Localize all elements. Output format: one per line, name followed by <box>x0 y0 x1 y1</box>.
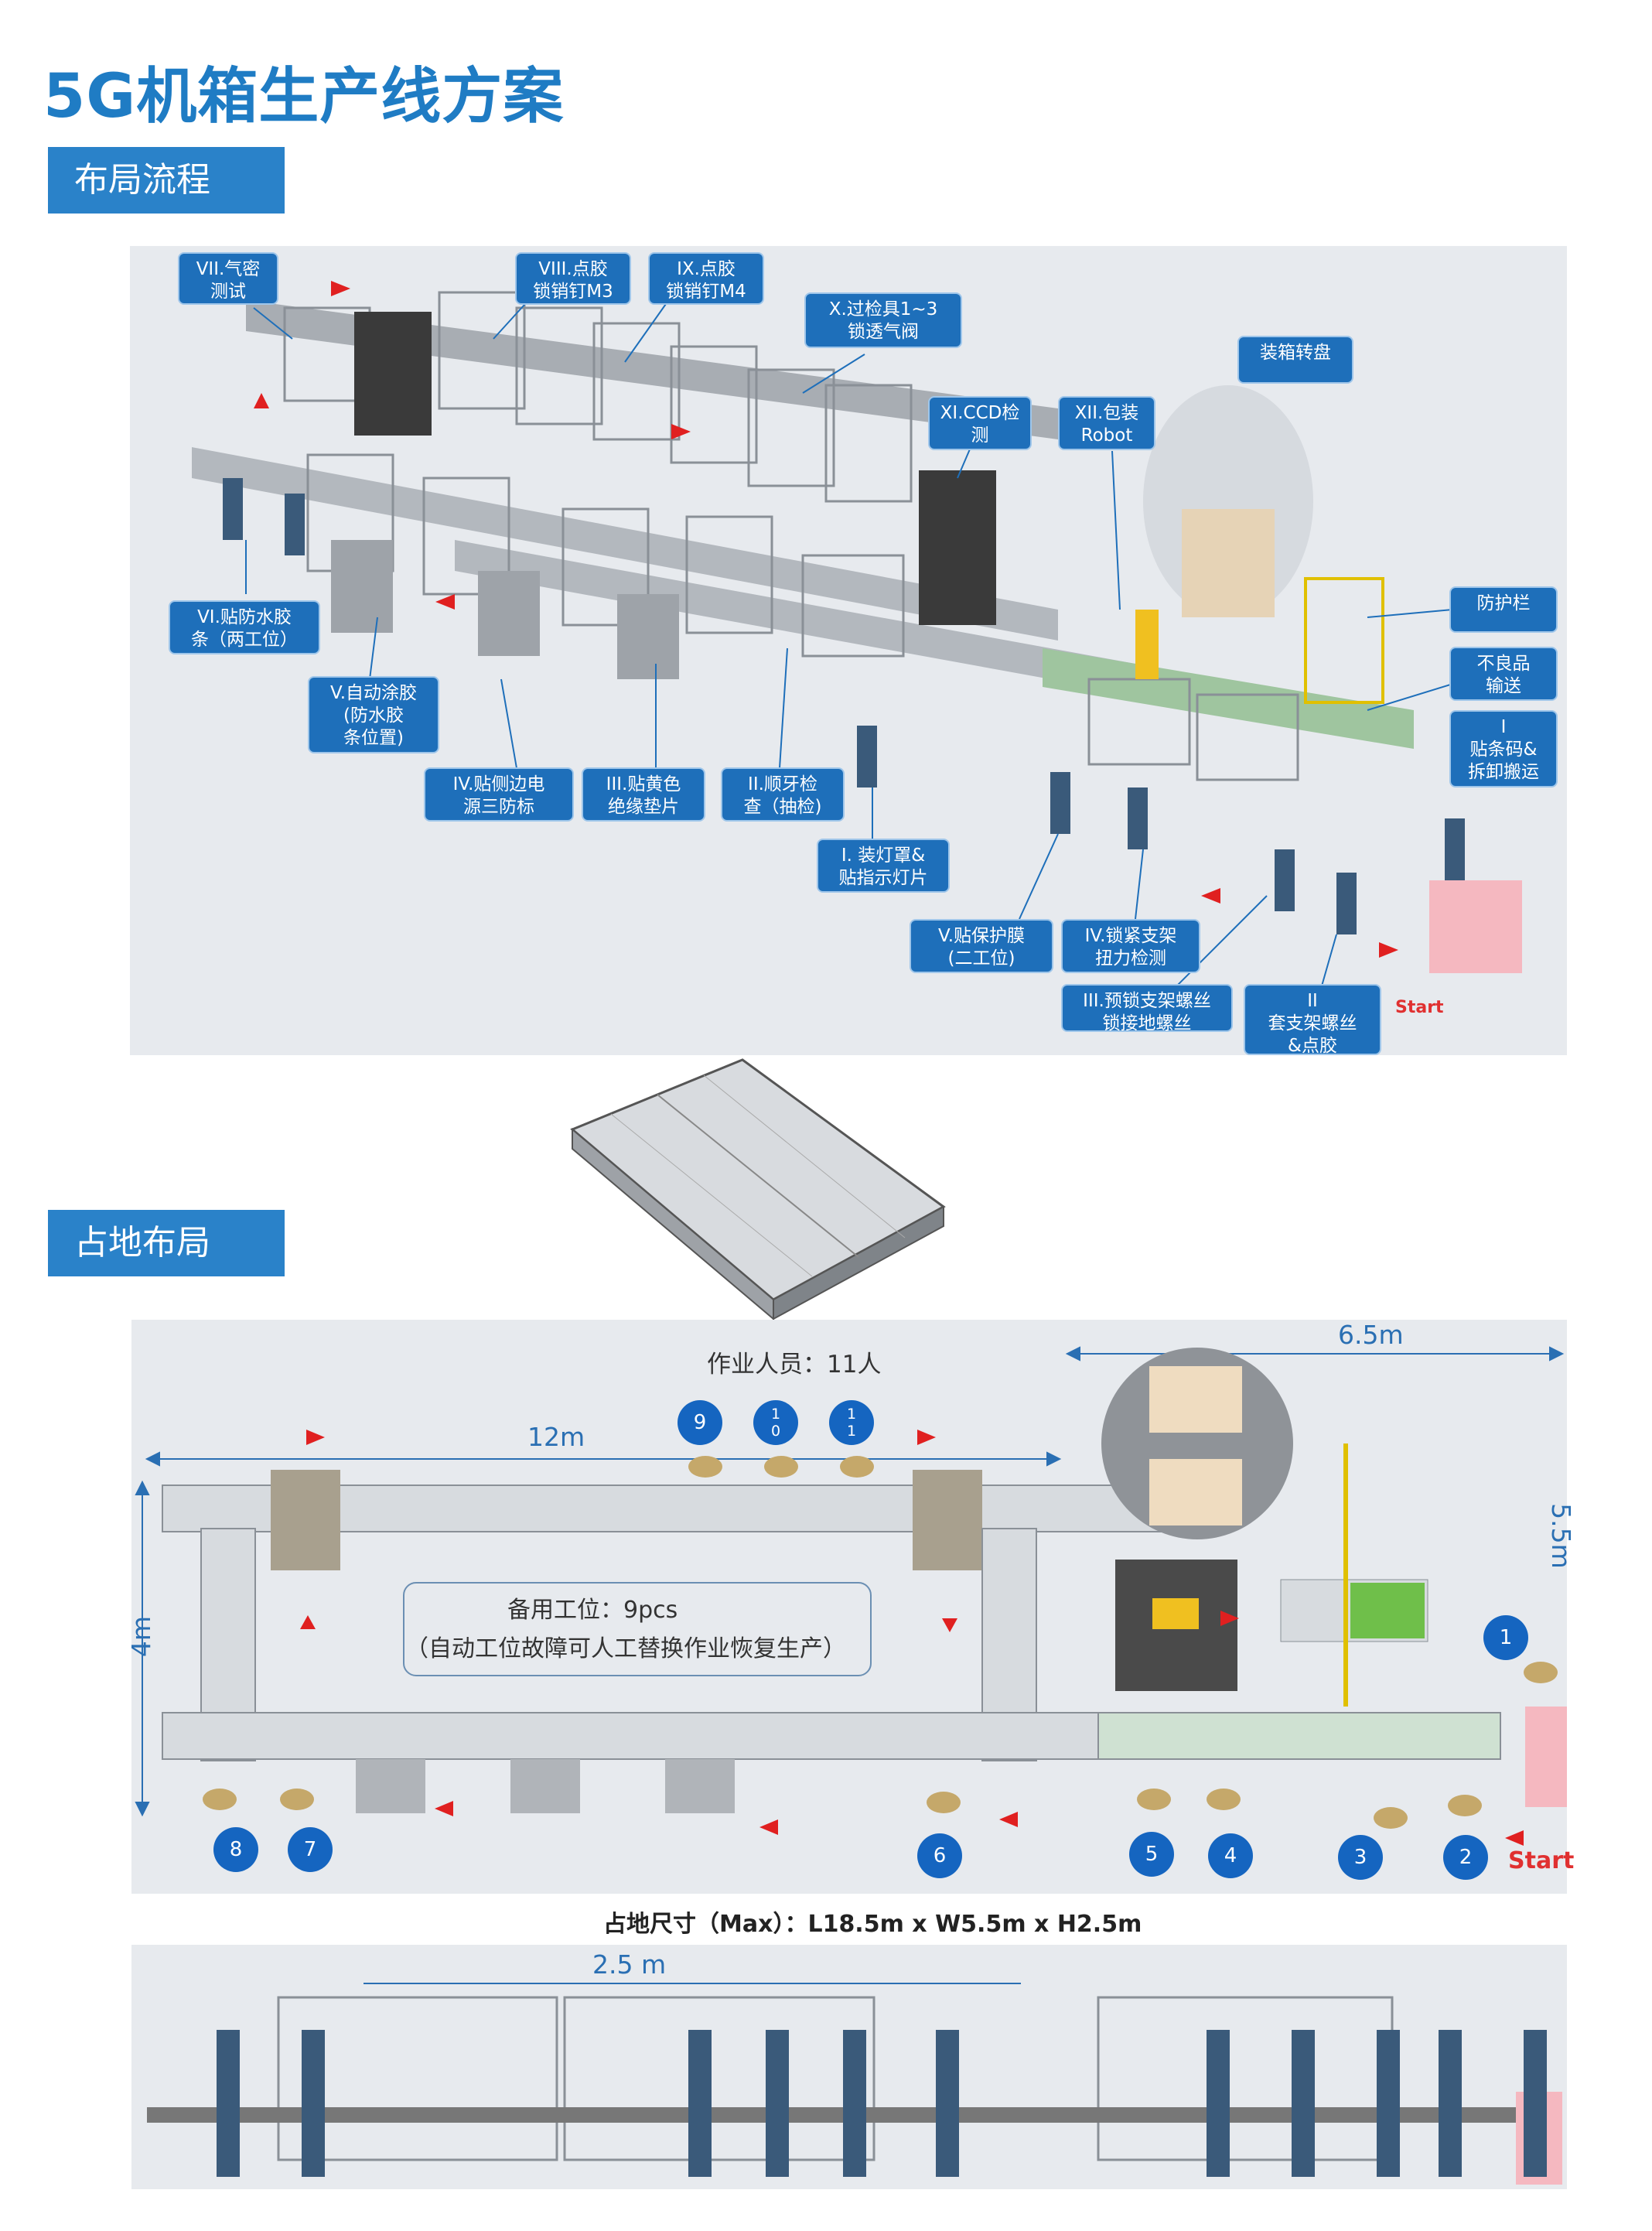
standby-note: （自动工位故障可人工替换作业恢复生产） <box>405 1635 846 1662</box>
station-badge-11: 1 1 <box>829 1400 874 1445</box>
dimension-turntable-width: 6.5m <box>1338 1320 1404 1350</box>
callout-ix: IX.点胶 锁销钉M4 <box>648 252 764 305</box>
callout-iv-side: IV.贴侧边电 源三防标 <box>424 767 574 822</box>
callout-i-lamp: I. 装灯罩& 贴指示灯片 <box>817 839 950 893</box>
dimension-length: 12m <box>527 1422 585 1452</box>
callout-ii-thread: II.顺牙检 查（抽检) <box>721 767 845 822</box>
callout-v-auto: V.自动涂胶 (防水胶 条位置) <box>308 676 439 753</box>
side-elevation-drawing <box>147 1983 1562 2185</box>
callout-fence: 防护栏 <box>1449 586 1558 633</box>
operators-count: 作业人员：11人 <box>707 1351 882 1379</box>
station-badge-6: 6 <box>917 1833 962 1878</box>
callout-vii: VII.气密 测试 <box>178 252 278 305</box>
callout-iii-prelock: III.预锁支架螺丝 锁接地螺丝 <box>1061 984 1233 1034</box>
station-badge-4: 4 <box>1208 1833 1253 1878</box>
side-elevation-diagram: 2.5 m <box>131 1945 1567 2189</box>
station-badge-9: 9 <box>678 1400 722 1445</box>
dimension-height: 2.5 m <box>592 1949 667 1980</box>
floor-start-label: Start <box>1508 1847 1575 1874</box>
callout-iii-yellow: III.贴黄色 绝缘垫片 <box>582 767 705 822</box>
chassis-product-image <box>570 1058 946 1321</box>
callout-xii: XII.包装 Robot <box>1058 396 1155 450</box>
callout-xi: XI.CCD检 测 <box>928 396 1032 450</box>
station-badge-5: 5 <box>1129 1832 1174 1877</box>
station-badge-2: 2 <box>1443 1835 1488 1880</box>
callout-x: X.过检具1~3 锁透气阀 <box>804 292 962 348</box>
production-line-isometric <box>192 281 1522 989</box>
callout-ii-bracket: II 套支架螺丝 &点胶 <box>1244 984 1381 1056</box>
footprint-dimensions: 占地尺寸（Max）：L18.5m x W5.5m x H2.5m <box>603 1911 1142 1938</box>
callout-reject: 不良品 输送 <box>1449 647 1558 701</box>
floor-plan-drawing <box>135 1346 1567 1846</box>
dimension-width: 4m <box>126 1615 157 1658</box>
section-header-floor-plan: 占地布局 <box>48 1210 285 1276</box>
standby-stations: 备用工位：9pcs <box>507 1597 678 1624</box>
dimension-turntable-depth: 5.5m <box>1545 1503 1576 1569</box>
station-badge-1: 1 <box>1483 1615 1528 1660</box>
station-badge-3: 3 <box>1338 1835 1383 1880</box>
start-label: Start <box>1395 998 1444 1017</box>
page-title: 5G机箱生产线方案 <box>43 62 565 132</box>
station-badge-7: 7 <box>288 1827 333 1872</box>
station-badge-8: 8 <box>213 1827 258 1872</box>
callout-viii: VIII.点胶 锁销钉M3 <box>515 252 631 305</box>
callout-turntable: 装箱转盘 <box>1237 336 1353 384</box>
callout-v-film: V.贴保护膜 (二工位) <box>910 919 1053 973</box>
floor-plan-diagram: 作业人员：11人 12m 4m 6.5m 5.5m 备用工位：9pcs （自动工… <box>126 1320 1576 1894</box>
station-badge-10: 1 0 <box>753 1400 798 1445</box>
layout-flow-diagram: VII.气密 测试 VIII.点胶 锁销钉M3 IX.点胶 锁销钉M4 X.过检… <box>130 246 1567 1056</box>
section-header-layout-flow: 布局流程 <box>48 147 285 214</box>
callout-vi: VI.贴防水胶 条（两工位） <box>169 600 320 654</box>
callout-i-barcode: I 贴条码& 拆卸搬运 <box>1449 710 1558 788</box>
callout-iv-torque: IV.锁紧支架 扭力检测 <box>1061 919 1200 973</box>
